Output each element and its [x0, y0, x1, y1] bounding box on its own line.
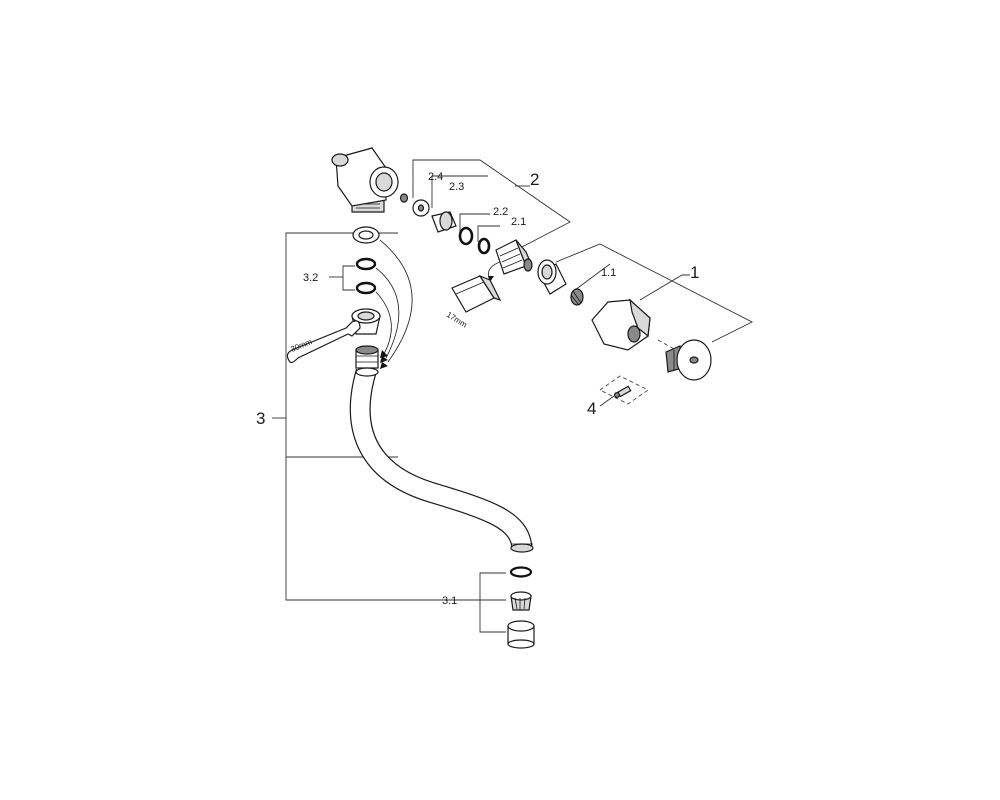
part-3-1-aerator-housing [507, 620, 535, 649]
label-3-1: 3.1 [442, 595, 457, 607]
part-3-1-bracket [479, 572, 506, 633]
part-1-cap [665, 339, 712, 381]
part-1-leaders [555, 243, 753, 343]
part-2-2-oring [458, 226, 474, 246]
part-4-group [599, 375, 649, 407]
label-4: 4 [587, 399, 596, 418]
part-3-top-washer [352, 226, 380, 244]
part-2-leaders [412, 159, 571, 249]
part-2-1-oring [477, 237, 491, 255]
part-2-bushing [431, 211, 457, 233]
part-3-2-lower-oring [355, 281, 377, 295]
label-2-2: 2.2 [493, 206, 508, 218]
part-3-2-upper-oring [355, 257, 377, 271]
part-2-4-washer [399, 193, 409, 203]
label-2-1: 2.1 [511, 216, 526, 228]
part-3-1-aerator-insert [510, 591, 532, 611]
part-2-3-washer [412, 199, 430, 217]
part-1-ring [537, 259, 567, 295]
part-2-headpart [495, 239, 533, 275]
label-2-3: 2.3 [449, 181, 464, 193]
label-1-1: 1.1 [601, 267, 616, 279]
part-3-coupling [355, 345, 379, 369]
socket-tool-17mm [451, 274, 502, 313]
part-1-handle [591, 298, 651, 351]
label-2: 2 [530, 170, 539, 189]
label-3: 3 [256, 409, 265, 428]
label-3-2: 3.2 [303, 272, 318, 284]
wrench-tool-30mm [286, 320, 361, 364]
socket-size-label: 17mm [445, 310, 469, 330]
part-3-1-washer [509, 566, 533, 578]
label-2-4: 2.4 [428, 171, 443, 183]
part-1-1-adapter [570, 288, 584, 306]
part-3-2-bracket [329, 265, 355, 291]
label-1: 1 [690, 263, 699, 282]
wall-body-part [331, 147, 399, 213]
part-4-screw [613, 385, 632, 399]
spout-pipe [349, 367, 534, 553]
